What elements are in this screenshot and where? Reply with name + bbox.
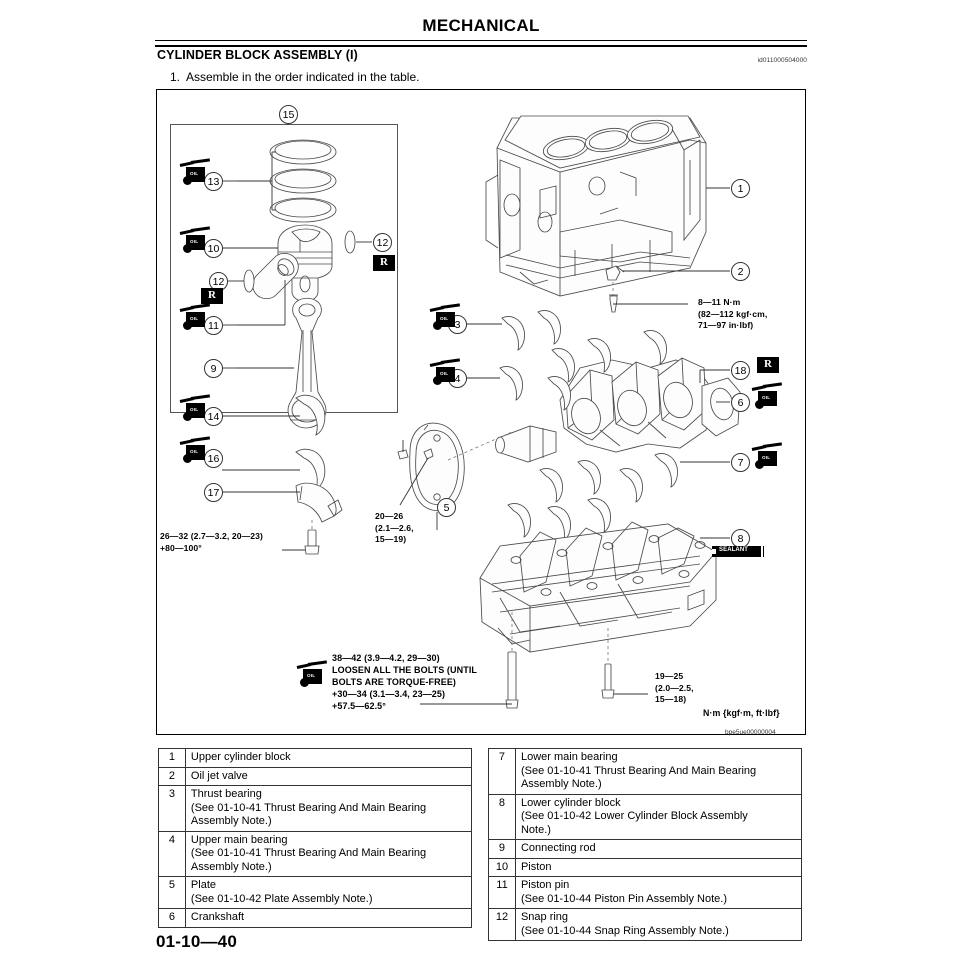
- page-header-title: MECHANICAL: [422, 16, 540, 35]
- callout-18[interactable]: 18: [731, 361, 750, 380]
- oil-icon-label-13: OIL: [190, 171, 199, 176]
- part-number: 4: [158, 830, 186, 877]
- oil-icon-label-main-bolt: OIL: [307, 673, 316, 678]
- figure-code: bpe5ue00000004: [725, 729, 776, 736]
- callout-12-snap-ring-right[interactable]: 12: [373, 233, 392, 252]
- oil-icon-14: OIL: [179, 394, 211, 422]
- step-number: 1.: [170, 70, 181, 84]
- oil-icon-10: OIL: [179, 226, 211, 254]
- note-units: N·m {kgf·m, ft·lbf}: [703, 708, 780, 718]
- callout-10[interactable]: 10: [204, 239, 223, 258]
- part-name: Snap ring (See 01-10-44 Snap Ring Assemb…: [514, 908, 803, 941]
- callout-7[interactable]: 7: [731, 453, 750, 472]
- part-name: Lower main bearing (See 01-10-41 Thrust …: [514, 748, 803, 795]
- section-title: CYLINDER BLOCK ASSEMBLY (I): [157, 48, 358, 62]
- note-oil-jet-torque: 8—11 N·m (82—112 kgf·cm, 71—97 in·lbf): [698, 297, 768, 330]
- oil-icon-7: OIL: [751, 442, 783, 470]
- header-rule: [155, 40, 807, 47]
- part-name: Upper main bearing (See 01-10-41 Thrust …: [184, 830, 473, 877]
- part-name: Connecting rod: [514, 839, 803, 859]
- part-name: Piston: [514, 857, 803, 877]
- part-number: 8: [488, 793, 516, 840]
- sealant-badge: SEALANT: [712, 546, 764, 557]
- procedure-step: 1. Assemble in the order indicated in the…: [170, 70, 419, 84]
- callout-17[interactable]: 17: [204, 483, 223, 502]
- oil-icon-main-bolt: OIL: [296, 660, 328, 688]
- part-number: 10: [488, 857, 516, 877]
- callout-13[interactable]: 13: [204, 172, 223, 191]
- callout-16[interactable]: 16: [204, 449, 223, 468]
- callout-2[interactable]: 2: [731, 262, 750, 281]
- part-number: 7: [488, 748, 516, 795]
- note-main-bolt-torque: 38—42 (3.9—4.2, 29—30) LOOSEN ALL THE BO…: [332, 653, 478, 711]
- oil-icon-3: OIL: [429, 303, 461, 331]
- oil-icon-label-3: OIL: [440, 316, 449, 321]
- callout-9[interactable]: 9: [204, 359, 223, 378]
- oil-icon-11: OIL: [179, 303, 211, 331]
- part-name: Crankshaft: [184, 908, 473, 928]
- r-badge-snap-ring-right: R: [373, 255, 395, 271]
- page-number: 01-10—40: [156, 932, 237, 951]
- note-plate-torque: 20—26 (2.1—2.6, 15—19): [375, 511, 414, 544]
- r-badge-rear-oil-seal: R: [757, 357, 779, 373]
- oil-icon-label-6: OIL: [762, 395, 771, 400]
- part-name: Piston pin (See 01-10-44 Piston Pin Asse…: [514, 876, 803, 909]
- oil-icon-16: OIL: [179, 436, 211, 464]
- oil-icon-label-14: OIL: [190, 407, 199, 412]
- sealant-tube-end-icon: [761, 546, 763, 557]
- r-badge-snap-ring-left: R: [201, 288, 223, 304]
- oil-icon-label-10: OIL: [190, 239, 199, 244]
- oil-icon-6: OIL: [751, 382, 783, 410]
- part-name: Thrust bearing (See 01-10-41 Thrust Bear…: [184, 785, 473, 832]
- part-number: 1: [158, 748, 186, 768]
- callout-5[interactable]: 5: [437, 498, 456, 517]
- step-text: Assemble in the order indicated in the t…: [186, 70, 420, 84]
- part-name: Lower cylinder block (See 01-10-42 Lower…: [514, 793, 803, 840]
- part-name: Plate (See 01-10-42 Plate Assembly Note.…: [184, 876, 473, 909]
- piston-assembly-group-box: [170, 124, 398, 413]
- part-number: 6: [158, 908, 186, 928]
- sealant-badge-label: SEALANT: [719, 547, 749, 553]
- oil-icon-label-7: OIL: [762, 455, 771, 460]
- part-number: 9: [488, 839, 516, 859]
- note-conrod-cap-torque: 26—32 (2.7—3.2, 20—23) +80—100°: [160, 531, 263, 553]
- part-number: 5: [158, 876, 186, 909]
- oil-icon-label-16: OIL: [190, 449, 199, 454]
- part-number: 3: [158, 785, 186, 832]
- note-lower-block-side-torque: 19—25 (2.0—2.5, 15—18): [655, 671, 694, 704]
- oil-icon-label-4: OIL: [440, 371, 449, 376]
- sealant-tube-cap-icon: [712, 549, 716, 554]
- oil-icon-label-11: OIL: [190, 316, 199, 321]
- callout-1[interactable]: 1: [731, 179, 750, 198]
- part-number: 11: [488, 876, 516, 909]
- part-number: 12: [488, 908, 516, 941]
- oil-icon-4: OIL: [429, 358, 461, 386]
- part-number: 2: [158, 766, 186, 786]
- callout-15[interactable]: 15: [279, 105, 298, 124]
- part-name: Oil jet valve: [184, 766, 473, 786]
- oil-icon-13: OIL: [179, 158, 211, 186]
- callout-6[interactable]: 6: [731, 393, 750, 412]
- document-id: id011000504000: [757, 57, 807, 64]
- part-name: Upper cylinder block: [184, 748, 473, 768]
